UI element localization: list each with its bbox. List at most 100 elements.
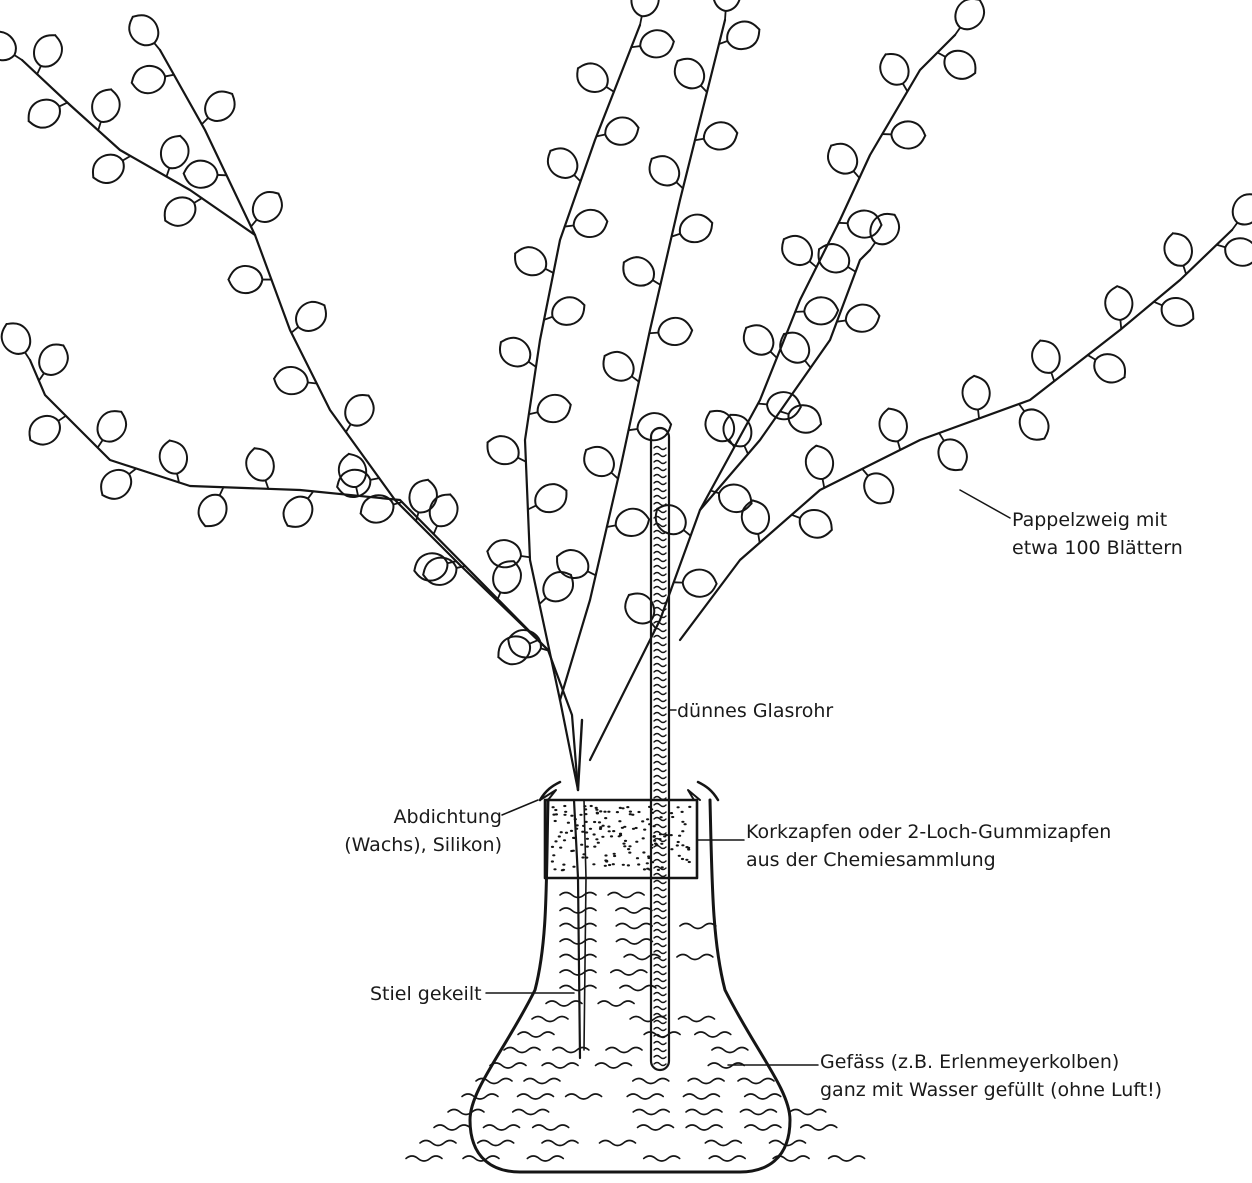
tube-water-mark (654, 559, 666, 562)
branch-stem-8 (700, 250, 870, 510)
leaf-icon (541, 141, 590, 191)
water-wave (679, 1017, 715, 1022)
water-wave (600, 1141, 636, 1146)
leaf-icon (192, 84, 242, 134)
leaf-icon (122, 8, 170, 58)
leaf-icon (193, 482, 236, 532)
cork-dot (563, 814, 566, 816)
cork-dot (681, 844, 684, 846)
water-wave (705, 1141, 741, 1146)
tube-water-mark (654, 1042, 666, 1045)
cork-dot (603, 811, 606, 813)
cork-dot (592, 863, 595, 865)
cork-dot (553, 868, 556, 870)
water-wave (434, 1125, 470, 1130)
water-wave (688, 1079, 724, 1084)
cork-dot (612, 830, 615, 832)
leaf-icon (944, 0, 991, 43)
tube-water-mark (654, 888, 666, 891)
cork-dot (563, 839, 566, 841)
water-wave (638, 1125, 674, 1130)
water-wave (542, 1141, 578, 1146)
cork-dot (681, 821, 684, 823)
tube-water-mark (654, 1063, 666, 1066)
tube-water-mark (654, 692, 666, 695)
leaf-icon (420, 553, 468, 588)
tube-water-mark (654, 993, 666, 996)
tube-water-mark (654, 1028, 666, 1031)
water-wave (616, 908, 652, 913)
label-pappelzweig: Pappelzweig mit etwa 100 Blättern (1012, 506, 1183, 562)
cork-dot (596, 812, 599, 814)
tube-water-mark (654, 580, 666, 583)
cork-dot (678, 855, 681, 857)
water-wave (829, 1156, 865, 1161)
tube-water-mark (654, 461, 666, 464)
cork-dot (570, 815, 573, 817)
water-wave (448, 1110, 484, 1115)
cork-dot (595, 838, 598, 840)
cork-dot (627, 864, 630, 866)
water-wave (524, 1079, 560, 1084)
tube-water-mark (654, 902, 666, 905)
cork-dot (599, 828, 602, 830)
cork-dot (559, 847, 562, 849)
water-wave (533, 1125, 569, 1130)
leaf-icon (522, 478, 573, 521)
tube-water-mark (654, 636, 666, 639)
cork-dot (671, 816, 674, 818)
leaf-icon (1081, 343, 1132, 388)
cork-dot (646, 868, 649, 870)
tube-water-mark (654, 734, 666, 737)
cork-dot (589, 828, 592, 830)
cork-dot (560, 831, 563, 833)
cork-dot (626, 806, 629, 808)
cork-dot (554, 809, 557, 811)
tube-water-mark (654, 552, 666, 555)
leaf-icon (1213, 232, 1252, 270)
tube-water-mark (654, 545, 666, 548)
tube-water-mark (654, 713, 666, 716)
cork-dot (663, 835, 666, 837)
cork-dot (570, 830, 573, 832)
tube-water-mark (654, 573, 666, 576)
water-wave (606, 1048, 642, 1053)
cork-dot (607, 826, 610, 828)
leaf-icon (94, 458, 145, 506)
tube-water-mark (654, 790, 666, 793)
leaf-icon (86, 404, 132, 455)
tube-water-mark (654, 972, 666, 975)
water-wave (406, 1156, 442, 1161)
water-wave (420, 1141, 456, 1146)
cork-dot (628, 845, 631, 847)
leaf-icon (787, 502, 837, 542)
tube-water-mark (654, 895, 666, 898)
leaf-icon (648, 317, 693, 347)
label-gefaess: Gefäss (z.B. Erlenmeyerkolben) ganz mit … (820, 1048, 1162, 1104)
water-wave (616, 924, 652, 929)
tube-water-mark (654, 951, 666, 954)
cork-dot (681, 811, 684, 813)
cork-dot (598, 821, 601, 823)
leaf-icon (596, 345, 647, 393)
water-wave (633, 1110, 669, 1115)
water-wave (598, 1001, 634, 1006)
cork-dot (632, 828, 635, 830)
leaf-icon (241, 185, 289, 235)
tube-water-mark (654, 769, 666, 772)
cork-dot (563, 805, 566, 807)
cork-dot (552, 806, 555, 808)
tube-water-mark (654, 1021, 666, 1024)
cork-dot (670, 848, 673, 850)
cork-dot (629, 811, 632, 813)
water-wave (801, 1125, 837, 1130)
water-wave (532, 1017, 568, 1022)
leaf-icon (273, 365, 319, 397)
branch-stem-6 (590, 35, 955, 760)
cork-dot (660, 843, 663, 845)
leader-abdichtung (502, 800, 538, 815)
tube-water-mark (654, 664, 666, 667)
leaf-icon (642, 149, 692, 198)
leaf-icon (852, 460, 900, 510)
tube-water-mark (654, 657, 666, 660)
